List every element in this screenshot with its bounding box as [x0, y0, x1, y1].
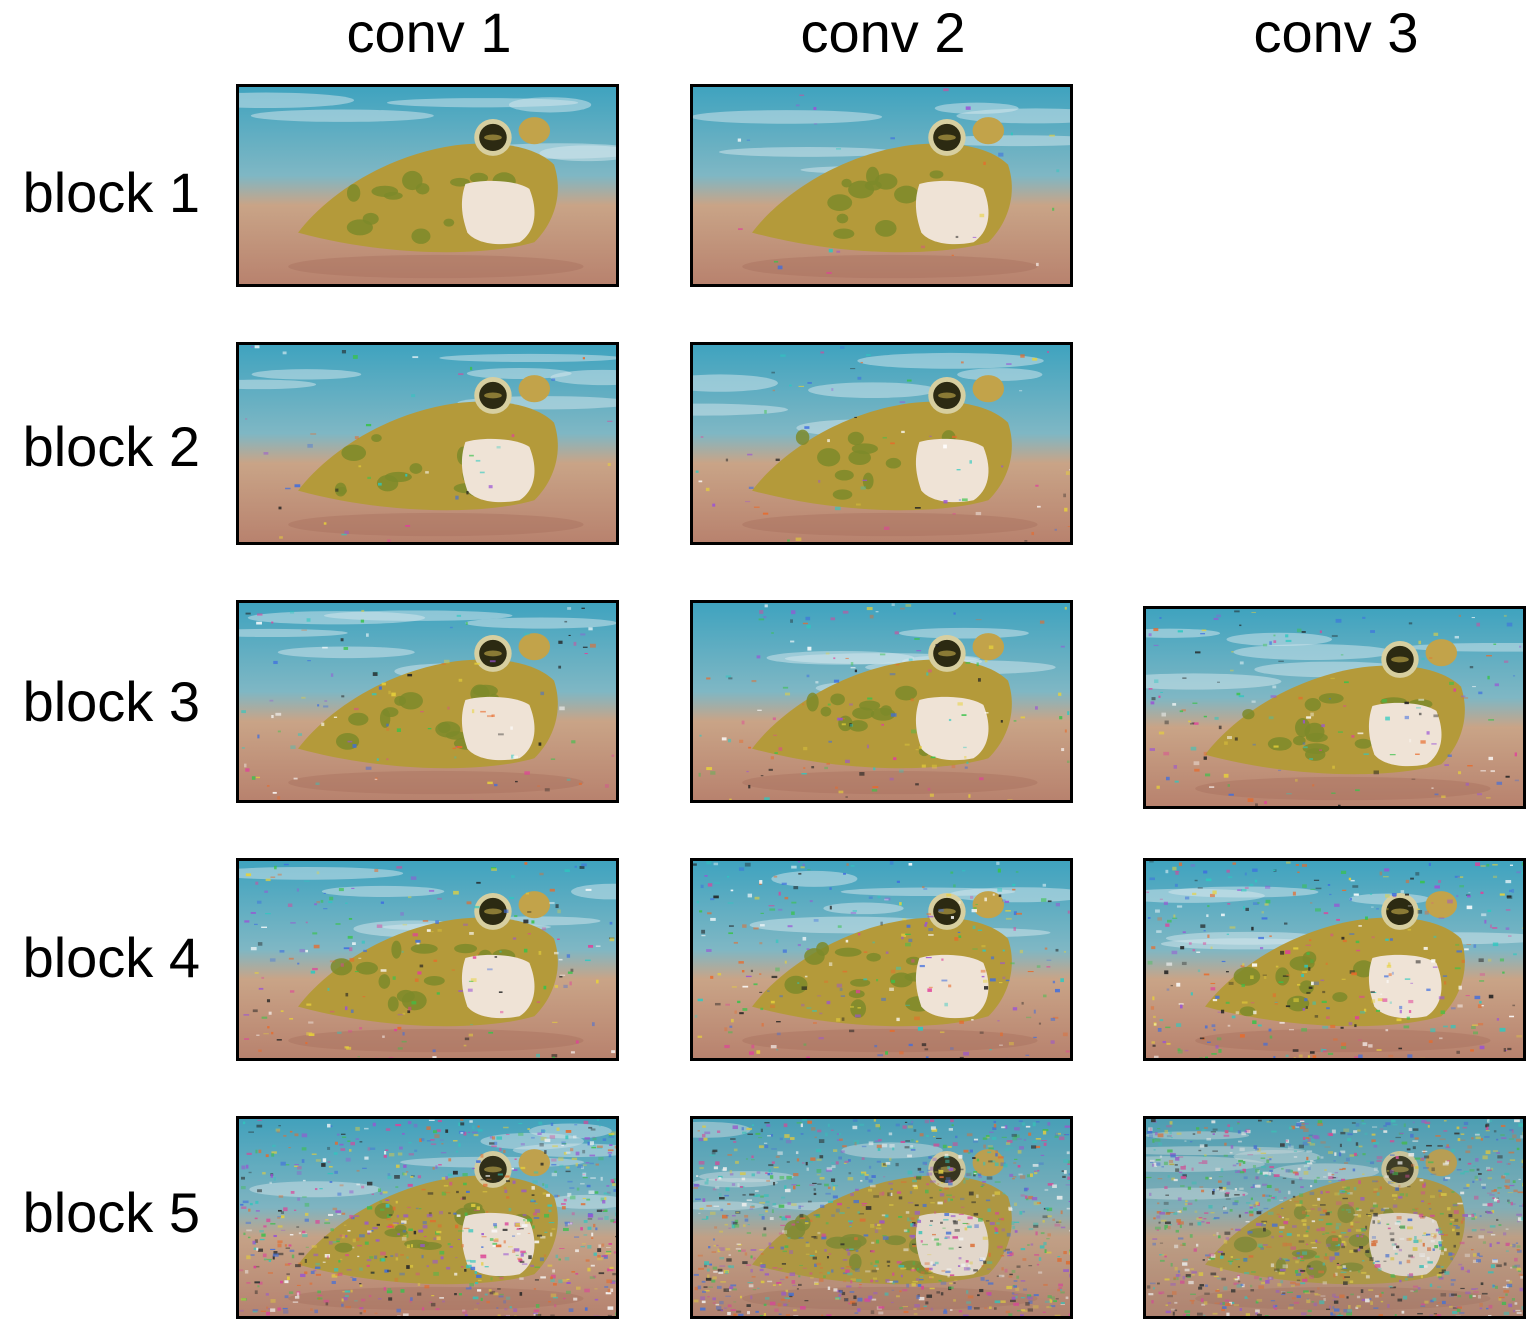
cell-block-5-conv-2 [690, 1116, 1073, 1319]
cell-block-4-conv-1-image [239, 861, 616, 1058]
cell-block-2-conv-2-image [693, 345, 1070, 542]
cell-block-3-conv-2 [690, 600, 1073, 803]
cell-block-1-conv-1-photo [239, 87, 616, 284]
row-header-block-2: block 2 [22, 415, 200, 478]
cell-block-5-conv-3-noise-texture [1146, 1119, 1523, 1316]
cell-block-4-conv-3-noise-texture [1146, 861, 1523, 1058]
frog-belly [915, 696, 989, 761]
frog-belly [461, 438, 535, 503]
cell-block-1-conv-1 [236, 84, 619, 287]
cell-block-4-conv-2-noise-texture [693, 861, 1070, 1058]
frog-belly [915, 438, 989, 503]
cell-block-5-conv-2-image [693, 1119, 1070, 1316]
frog-belly [915, 954, 989, 1019]
cell-block-4-conv-3-image [1146, 861, 1523, 1058]
cell-block-1-conv-2 [690, 84, 1073, 287]
frog-belly [461, 954, 535, 1019]
cell-block-4-conv-1-noise-texture [243, 862, 616, 1058]
cell-block-2-conv-2-photo [693, 345, 1070, 542]
cell-block-4-conv-1-photo [239, 861, 616, 1058]
cell-block-2-conv-2-noise-texture [695, 346, 1070, 542]
cell-block-3-conv-3-noise-texture [1148, 610, 1522, 806]
cell-block-4-conv-2 [690, 858, 1073, 1061]
cell-block-2-conv-1-image [239, 345, 616, 542]
cell-block-3-conv-3-image [1146, 609, 1523, 806]
frog-belly [1368, 702, 1442, 767]
cell-block-3-conv-1 [236, 600, 619, 803]
frog-belly [915, 1212, 989, 1277]
cell-block-2-conv-1-noise-texture [245, 345, 613, 542]
row-header-block-3: block 3 [22, 670, 200, 733]
row-header-block-1: block 1 [22, 161, 200, 224]
cell-block-2-conv-1 [236, 342, 619, 545]
cell-block-5-conv-1 [236, 1116, 619, 1319]
cell-block-3-conv-3 [1143, 606, 1526, 809]
cell-block-4-conv-2-image [693, 861, 1070, 1058]
cell-block-4-conv-3-photo [1146, 861, 1523, 1058]
cell-block-3-conv-1-image [239, 603, 616, 800]
cell-block-5-conv-2-noise-texture [693, 1119, 1070, 1316]
cell-block-1-conv-2-noise-texture [737, 88, 1060, 274]
frog-belly [461, 1212, 535, 1277]
cell-block-3-conv-2-image [693, 603, 1070, 800]
row-header-block-5: block 5 [22, 1181, 200, 1244]
cell-block-5-conv-3-image [1146, 1119, 1523, 1316]
cell-block-5-conv-1-noise-texture [239, 1119, 616, 1316]
cell-block-5-conv-1-image [239, 1119, 616, 1316]
cell-block-2-conv-2 [690, 342, 1073, 545]
frog-belly [461, 696, 535, 761]
cell-block-5-conv-2-photo [693, 1119, 1070, 1316]
cell-block-3-conv-1-photo [239, 603, 616, 800]
cell-block-5-conv-3 [1143, 1116, 1526, 1319]
cell-block-3-conv-3-photo [1146, 609, 1523, 806]
row-header-block-4: block 4 [22, 926, 200, 989]
column-header-conv-1: conv 1 [346, 1, 512, 64]
cell-block-4-conv-2-photo [693, 861, 1070, 1058]
cell-block-4-conv-1 [236, 858, 619, 1061]
cell-block-2-conv-1-photo [239, 345, 616, 542]
column-header-conv-2: conv 2 [800, 1, 966, 64]
cell-block-3-conv-2-noise-texture [698, 603, 1070, 800]
frog-belly [1368, 954, 1442, 1019]
cell-block-5-conv-1-photo [239, 1119, 616, 1316]
cell-block-3-conv-2-photo [693, 603, 1070, 800]
cell-block-3-conv-1-noise-texture [241, 607, 615, 800]
frog-belly [461, 180, 535, 245]
cell-block-1-conv-2-image [693, 87, 1070, 284]
cell-block-1-conv-1-image [239, 87, 616, 284]
frog-belly [915, 180, 989, 245]
column-header-conv-3: conv 3 [1253, 1, 1419, 64]
frog-belly [1368, 1212, 1442, 1277]
cell-block-1-conv-2-photo [693, 87, 1070, 284]
cell-block-5-conv-3-photo [1146, 1119, 1523, 1316]
cell-block-4-conv-3 [1143, 858, 1526, 1061]
